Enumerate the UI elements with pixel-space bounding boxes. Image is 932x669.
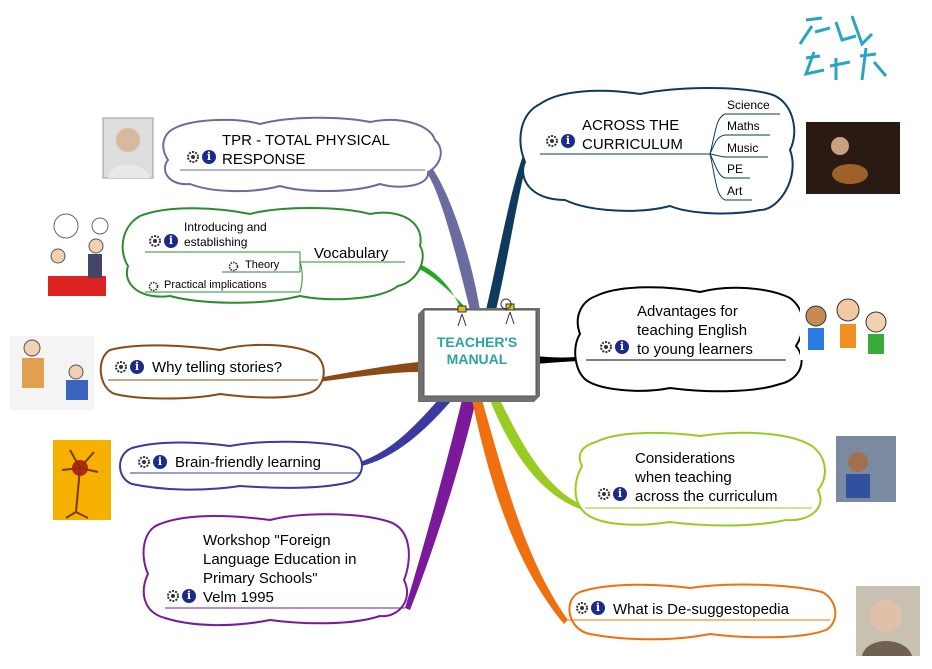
gear-icon[interactable] [148, 234, 162, 248]
branch-brain [360, 398, 452, 466]
across-sub-art[interactable]: Art [727, 184, 743, 198]
across-sub-pe[interactable]: PE [727, 162, 744, 176]
cloud-tpr [162, 116, 442, 193]
logo-squiggle-image [798, 15, 888, 81]
vocab-sub1-icons: i [148, 234, 178, 248]
photo-elderly-man [856, 586, 920, 656]
central-title-line2: MANUAL [446, 351, 508, 367]
gear-icon[interactable] [137, 455, 151, 469]
workshop-line1: Workshop "Foreign [203, 532, 331, 549]
vocab-sub-practical[interactable]: Practical implications [164, 279, 267, 291]
tpr-icons: i [186, 150, 216, 164]
tpr-line1: TPR - TOTAL PHYSICAL [222, 132, 390, 149]
brain-icons: i [137, 455, 167, 469]
info-icon[interactable]: i [164, 234, 178, 248]
neuron-drawing-image [53, 440, 111, 520]
workshop-line3: Primary Schools" [203, 570, 318, 587]
gear-icon[interactable] [114, 360, 128, 374]
info-icon[interactable]: i [182, 589, 196, 603]
photo-child-painting [836, 436, 896, 502]
branch-considerations [490, 400, 585, 510]
advantages-icons: i [599, 340, 629, 354]
gear-icon[interactable] [166, 589, 180, 603]
desuggest-icons: i [575, 601, 605, 615]
central-topic[interactable]: TEACHER'S MANUAL [418, 334, 536, 368]
cartoon-storytelling-image [10, 336, 94, 410]
stories-icons: i [114, 360, 144, 374]
advantages-line3: to young learners [637, 341, 753, 358]
info-icon[interactable]: i [613, 487, 627, 501]
cloud-desuggest [568, 583, 837, 641]
info-icon[interactable]: i [130, 360, 144, 374]
info-icon[interactable]: i [591, 601, 605, 615]
across-sub-science[interactable]: Science [727, 98, 770, 112]
cloud-stories [99, 343, 325, 400]
central-box [423, 309, 537, 397]
across-sub-music[interactable]: Music [727, 141, 759, 155]
gear-icon[interactable] [186, 150, 200, 164]
topic-considerations[interactable]: Considerations when teaching across the … [635, 449, 778, 506]
vocab-sub1-line1: Introducing and [184, 220, 267, 234]
gear-icon[interactable] [599, 340, 613, 354]
considerations-line2: when teaching [635, 469, 732, 486]
vocab-sub1-line2: establishing [184, 235, 248, 249]
branch-advantages [536, 356, 586, 364]
cartoon-kids-image [800, 290, 894, 360]
topic-stories[interactable]: Why telling stories? [152, 359, 283, 376]
branch-across [486, 150, 530, 310]
considerations-line3: across the curriculum [635, 488, 778, 505]
vocab-sub-theory[interactable]: Theory [245, 259, 280, 271]
across-line1: ACROSS THE [582, 117, 680, 134]
info-icon[interactable]: i [202, 150, 216, 164]
gear-icon[interactable] [597, 487, 611, 501]
info-icon[interactable]: i [153, 455, 167, 469]
central-title-line1: TEACHER'S [436, 334, 518, 350]
info-icon[interactable]: i [615, 340, 629, 354]
spotlight-icon [457, 298, 515, 327]
topic-across[interactable]: ACROSS THE CURRICULUM [582, 116, 683, 154]
gear-icon[interactable] [575, 601, 589, 615]
cloud-advantages [574, 286, 804, 393]
across-sub-maths[interactable]: Maths [727, 119, 760, 133]
topic-advantages[interactable]: Advantages for teaching English to young… [637, 302, 753, 359]
advantages-line2: teaching English [637, 322, 748, 339]
workshop-line4: Velm 1995 [203, 589, 274, 606]
photo-man-portrait [102, 117, 154, 179]
workshop-icons: i [166, 589, 196, 603]
cloud-brain [119, 440, 363, 491]
tpr-line2: RESPONSE [222, 151, 306, 168]
topic-workshop[interactable]: Workshop "Foreign Language Education in … [203, 531, 356, 607]
gear-icon[interactable] [545, 134, 559, 148]
across-sub-fan [709, 113, 726, 201]
cloud-vocabulary [121, 207, 424, 304]
cloud-considerations [574, 431, 826, 527]
considerations-icons: i [597, 487, 627, 501]
across-icons: i [545, 134, 575, 148]
branch-workshop [405, 400, 476, 610]
topic-brain[interactable]: Brain-friendly learning [175, 454, 321, 471]
topic-desuggest[interactable]: What is De-suggestopedia [613, 601, 789, 618]
topic-vocabulary[interactable]: Vocabulary [314, 245, 389, 262]
info-icon[interactable]: i [561, 134, 575, 148]
photo-guitarist [806, 122, 900, 194]
branch-tpr [425, 168, 480, 310]
branch-desuggest [472, 400, 568, 624]
considerations-line1: Considerations [635, 450, 736, 467]
topic-tpr[interactable]: TPR - TOTAL PHYSICAL RESPONSE [222, 131, 390, 169]
gear-icon[interactable] [148, 279, 162, 293]
workshop-line2: Language Education in [203, 551, 357, 568]
advantages-line1: Advantages for [637, 303, 738, 320]
gear-icon[interactable] [228, 259, 242, 273]
cartoon-restaurant-image [48, 213, 109, 296]
across-line2: CURRICULUM [582, 136, 683, 153]
cloud-across [519, 87, 796, 215]
vocab-sub-introducing[interactable]: Introducing and establishing [184, 220, 267, 250]
branch-stories [318, 362, 418, 382]
cloud-workshop [142, 513, 410, 627]
